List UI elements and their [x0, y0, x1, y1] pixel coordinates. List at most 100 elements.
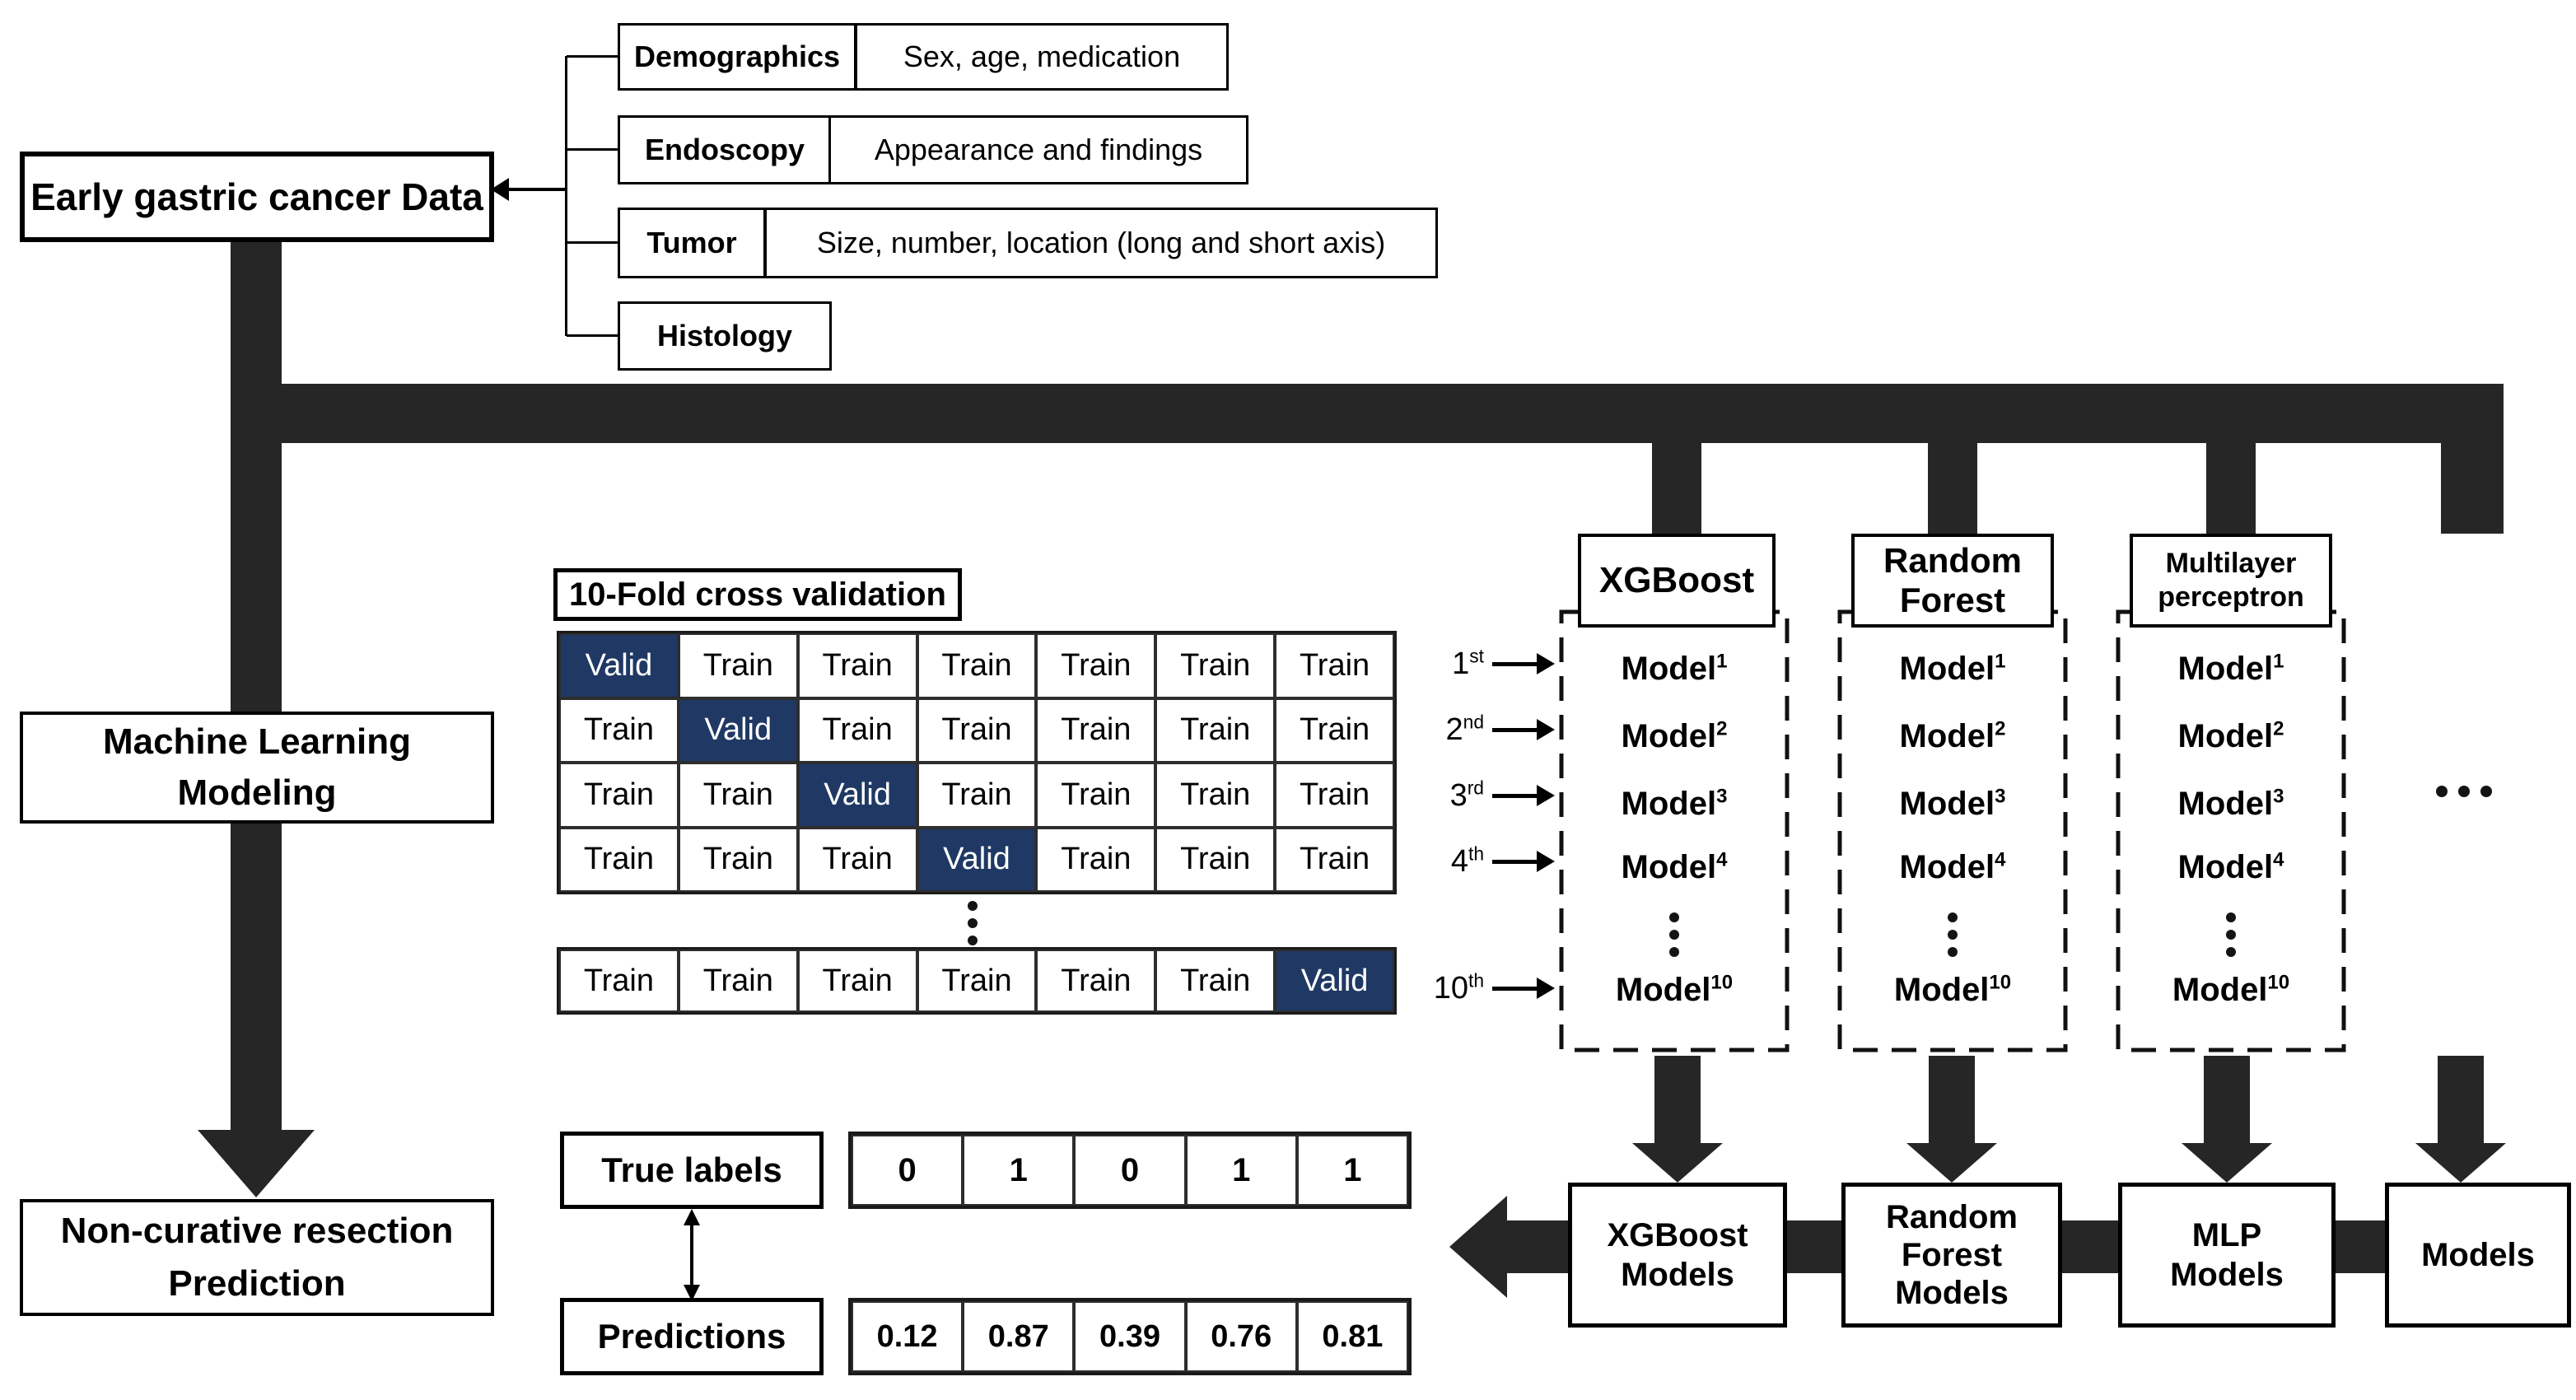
model-index: 10 [1989, 971, 2012, 994]
cv-cell: Train [1036, 763, 1156, 828]
true-label-cell: 0 [1074, 1135, 1186, 1206]
mlp-header-box: Multilayer perceptron [2130, 534, 2332, 628]
model-index: 3 [2273, 785, 2284, 808]
model-index: 2 [1995, 717, 2006, 740]
category-label: Demographics [633, 40, 841, 73]
header-line: Forest [1899, 581, 2006, 619]
model-label: Model [2177, 849, 2274, 885]
fold-arrow-line-4 [1492, 860, 1538, 864]
true-label-cell: 1 [1296, 1135, 1408, 1206]
mlp-dashed-box [2116, 609, 2346, 1052]
model-label: Model [1899, 651, 1995, 687]
random-forest-header-box: Random Forest [1851, 534, 2054, 628]
model-label: Model [2177, 786, 2274, 822]
cv-cell: Valid [678, 698, 798, 763]
model-label: Model [1621, 718, 1717, 754]
header-line: Random [1883, 540, 2022, 580]
arrow-down-icon [1632, 1143, 1723, 1183]
model-index: 3 [1995, 785, 2006, 808]
model-item: Model10 [1837, 967, 2068, 1013]
category-desc: Appearance and findings [874, 133, 1203, 166]
source-title: Early gastric cancer Data [30, 175, 483, 218]
fold-suffix: th [1468, 969, 1484, 992]
category-endoscopy-label-box: Endoscopy [618, 115, 832, 184]
fold-label-10: 10th [1410, 966, 1484, 1010]
model-label: Model [1899, 786, 1995, 822]
predictions-title: Predictions [597, 1317, 786, 1356]
fold-suffix: th [1468, 842, 1484, 865]
cv-cell: Train [559, 698, 679, 763]
xgboost-output-arrow-shaft [1654, 1056, 1701, 1145]
source-arrow-line [507, 188, 567, 191]
fold-arrow-line-10 [1492, 987, 1538, 991]
cv-row10: Train Train Train Train Train Train Vali… [557, 947, 1397, 1015]
fold-label-1: 1st [1410, 642, 1484, 686]
cv-cell: Train [1155, 763, 1276, 828]
fold-label-3: 3rd [1410, 773, 1484, 818]
model-item: Model3 [2116, 781, 2346, 827]
model-index: 1 [1716, 650, 1728, 673]
model-index: 10 [1710, 971, 1734, 994]
non-curative-resection-prediction-box: Non-curative resection Prediction [20, 1199, 494, 1316]
model-index: 10 [2267, 971, 2290, 994]
cv-title: 10-Fold cross validation [569, 576, 946, 613]
output-line: Forest [1901, 1237, 2003, 1273]
model-label: Model [1621, 651, 1717, 687]
xgboost-header-box: XGBoost [1578, 534, 1776, 628]
output-line: XGBoost [1607, 1217, 1748, 1253]
random-forest-branch-stub [1928, 443, 1977, 537]
model-index: 2 [2273, 717, 2284, 740]
model-index: 1 [2273, 650, 2284, 673]
predictions-row: 0.12 0.87 0.39 0.76 0.81 [848, 1298, 1412, 1375]
header-line: perceptron [2158, 581, 2304, 613]
model-index: 2 [1716, 717, 1728, 740]
xgboost-models-box: XGBoost Models [1568, 1183, 1787, 1328]
cv-table: Valid Train Train Train Train Train Trai… [557, 631, 1397, 894]
fold-suffix: rd [1467, 777, 1484, 799]
output-line: Models [1621, 1257, 1734, 1293]
arrow-down-icon [2182, 1143, 2272, 1183]
output-line: Random [1886, 1199, 2018, 1235]
cv-cell: Train [797, 698, 917, 763]
fold-number: 10 [1433, 971, 1468, 1006]
cv-cell: Train [678, 827, 798, 892]
model-item: Model4 [2116, 844, 2346, 890]
category-label: Endoscopy [644, 133, 805, 166]
true-labels-title: True labels [601, 1150, 782, 1189]
right-elbow-stub [2441, 443, 2504, 534]
header-line: XGBoost [1598, 560, 1755, 600]
category-label: Tumor [646, 226, 737, 259]
cv-cell: Train [797, 633, 917, 698]
cv-cell: Train [1275, 633, 1394, 698]
cv-cell: Train [1155, 827, 1276, 892]
mlp-output-arrow-shaft [2204, 1056, 2250, 1145]
prediction-cell: 0.12 [852, 1301, 964, 1372]
prediction-line-1: Non-curative resection [60, 1211, 454, 1252]
arrow-down-icon [2415, 1143, 2506, 1183]
arrow-left-large-icon [1449, 1196, 1507, 1298]
fold-number: 2 [1445, 712, 1463, 747]
model-label: Model [1621, 849, 1717, 885]
model-label: Model [2177, 718, 2274, 754]
output-line: Models [2421, 1236, 2535, 1273]
arrow-right-small-icon [1537, 851, 1555, 872]
cv-cell: Train [1155, 698, 1276, 763]
main-vertical-bar [231, 240, 282, 1132]
cv-cell: Train [1155, 633, 1276, 698]
cv-cell: Train [1036, 698, 1156, 763]
output-line: MLP [2191, 1217, 2262, 1253]
cv-cell: Train [797, 827, 917, 892]
cv-cell: Valid [1275, 950, 1394, 1012]
cv-cell: Train [559, 763, 679, 828]
model-item: Model2 [1837, 713, 2068, 759]
category-endoscopy-desc-box: Appearance and findings [828, 115, 1248, 184]
bracket-stub-histology [567, 334, 618, 337]
ml-line-2: Modeling [177, 772, 337, 813]
bracket-stub-demographics [567, 55, 618, 58]
cv-cell: Train [559, 950, 679, 1012]
arrow-down-icon [1906, 1143, 1997, 1183]
model-item: Model10 [1559, 967, 1790, 1013]
cv-cell: Train [1036, 950, 1156, 1012]
category-histology-label-box: Histology [618, 301, 832, 371]
